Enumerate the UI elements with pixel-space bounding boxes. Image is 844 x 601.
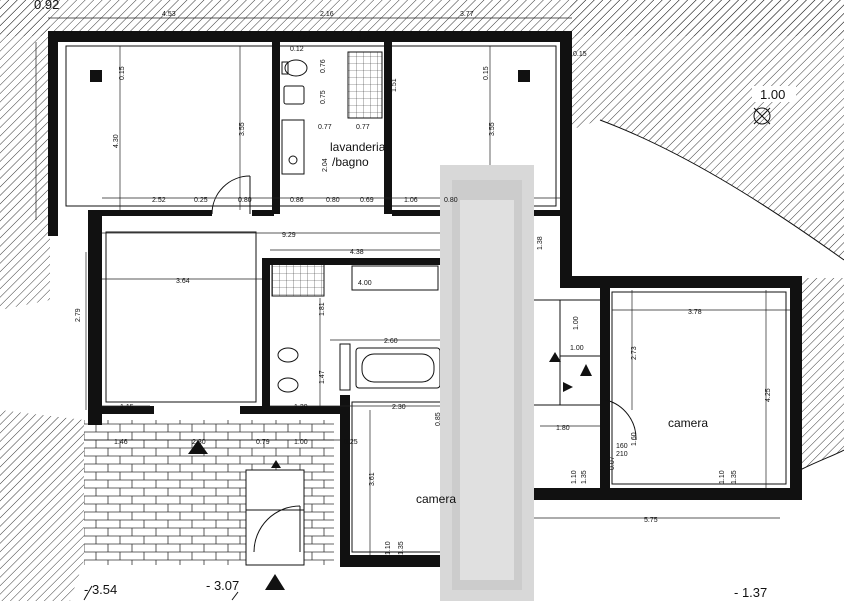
dim-label: 3.61 (369, 472, 376, 486)
dim-label: 1.27 (297, 35, 311, 42)
dim-label: 1.60 (631, 432, 638, 446)
doors (211, 175, 637, 553)
dim-label: 1.10 (571, 470, 578, 484)
terrain-clearing (570, 120, 844, 278)
entrance-arrows (188, 352, 592, 590)
dim-label: 3.78 (688, 309, 702, 316)
dim-label: 1.51 (391, 78, 398, 92)
dim-label: 0.77 (318, 124, 332, 131)
dim-label: 2.60 (384, 338, 398, 345)
dim-label: 0.12 (290, 46, 304, 53)
dim-label: 1.00 (573, 316, 580, 330)
dim-label: 1.00 (294, 439, 308, 446)
dim-label: 0.77 (356, 124, 370, 131)
dim-label: 1.35 (398, 541, 405, 555)
dim-label: 3.55 (239, 122, 246, 136)
room-label-lavanderia: lavanderia (330, 140, 386, 154)
dim-label: 0.15 (573, 51, 587, 58)
dim-label: 1.39 (294, 404, 308, 411)
dim-label: 1.81 (319, 302, 326, 316)
dim-label: 0.79 (256, 439, 270, 446)
dim-label: 1.35 (581, 470, 588, 484)
dim-label: 210 (616, 451, 628, 458)
dim-label: 2.79 (75, 308, 82, 322)
dim-label: 0.25 (194, 197, 208, 204)
dim-label: 4.00 (358, 280, 372, 287)
dim-label: 0.69 (360, 197, 374, 204)
room-label-bagno: /bagno (332, 155, 369, 169)
dim-label: 0.86 (290, 197, 304, 204)
dim-label: 1.10 (385, 541, 392, 555)
dim-label: 3.77 (460, 11, 474, 18)
dim-label: 1.80 (556, 425, 570, 432)
dim-label: 5.75 (644, 517, 658, 524)
level-bottom-mid: - 3.07 (206, 578, 239, 593)
level-marker-symbol (753, 107, 771, 125)
level-bottom-left: - 3.54 (84, 582, 117, 597)
dim-label: 2.52 (152, 197, 166, 204)
dim-label: 2.30 (192, 439, 206, 446)
level-right: 1.00 (760, 87, 785, 102)
dim-label: 1.35 (731, 470, 738, 484)
walls (48, 31, 802, 567)
level-box (752, 86, 796, 102)
dim-label: 1.46 (114, 439, 128, 446)
dim-label: 0.80 (238, 197, 252, 204)
dim-label: 3.64 (176, 278, 190, 285)
dim-label: 1.38 (537, 236, 544, 250)
room-label-camera-right: camera (668, 416, 708, 430)
dim-label: 0.78 (357, 35, 371, 42)
dim-label: 4.38 (350, 249, 364, 256)
column-marker (518, 70, 530, 82)
dim-label: 0.15 (483, 66, 490, 80)
dim-label: 4.30 (113, 134, 120, 148)
dim-label: 160 (616, 443, 628, 450)
dim-label: 2.04 (322, 158, 329, 172)
dim-label: 2.16 (320, 11, 334, 18)
level-bottom-right: - 1.37 (734, 585, 767, 600)
terrain-contour (599, 119, 844, 261)
dim-label: 1.15 (120, 404, 134, 411)
dim-label: 0.85 (435, 412, 442, 426)
dim-label: 0.80 (444, 197, 458, 204)
dim-label: 3.55 (489, 122, 496, 136)
paving-step (245, 469, 305, 511)
room-label-camera-bottom: camera (416, 492, 456, 506)
stair-tiles (271, 263, 325, 297)
dimension-labels: 4.53 2.16 3.77 1.27 0.78 0.12 0.15 0.15 … (75, 11, 772, 555)
dim-label: 0.15 (119, 66, 126, 80)
dim-label: 0.25 (344, 439, 358, 446)
dim-label: 0.80 (326, 197, 340, 204)
dim-label: 2.30 (392, 404, 406, 411)
column-marker (90, 70, 102, 82)
shower-tiles (347, 51, 383, 119)
dim-label: 0.75 (320, 90, 327, 104)
dim-label: 1.47 (319, 370, 326, 384)
dim-label: 4.25 (765, 388, 772, 402)
dim-label: 9.29 (282, 232, 296, 239)
level-top-left: 0.92 (34, 0, 59, 12)
dim-label: 4.53 (162, 11, 176, 18)
dim-label: 1.00 (570, 345, 584, 352)
dim-label: 1.06 (404, 197, 418, 204)
dim-label: 2.73 (631, 346, 638, 360)
dim-label: 0.07 (609, 456, 616, 470)
dim-label: 1.10 (719, 470, 726, 484)
dim-label: 0.76 (320, 59, 327, 73)
